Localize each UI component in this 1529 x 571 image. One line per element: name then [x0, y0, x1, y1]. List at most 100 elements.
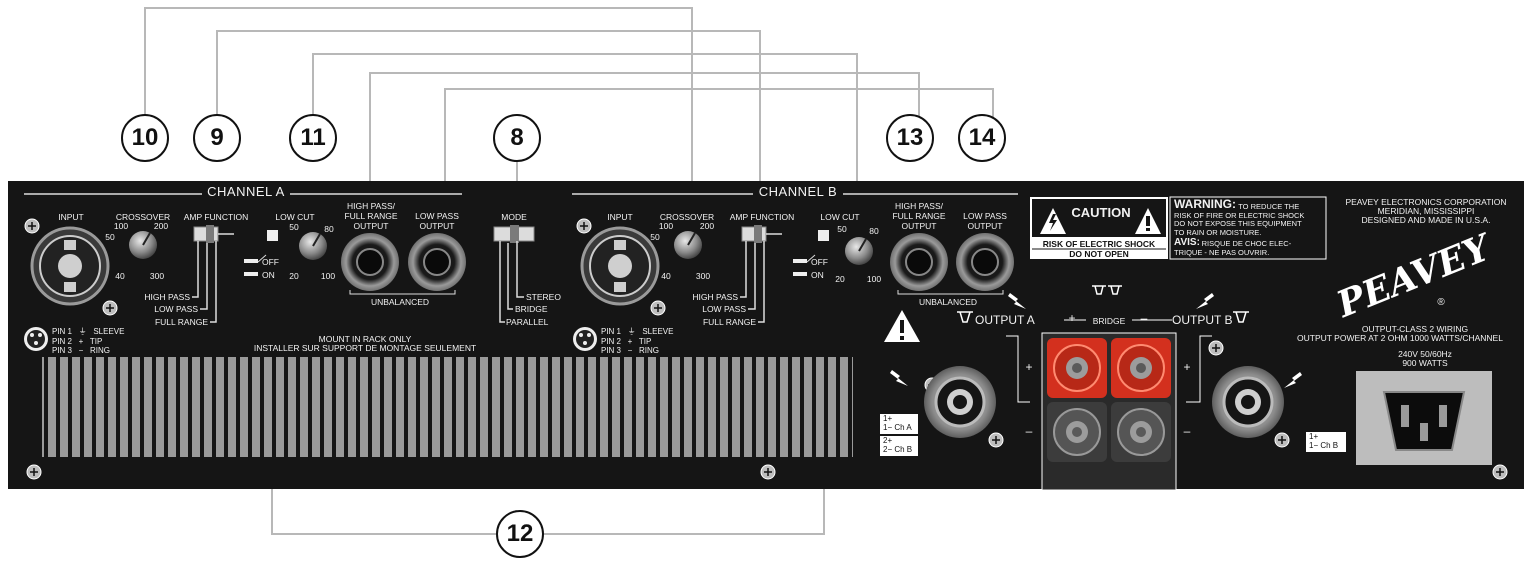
amp-function-switch-b: [740, 225, 782, 323]
mode-parallel: PARALLEL: [506, 317, 549, 327]
crossover-tick: 50: [650, 232, 660, 242]
amp-function-label-a: AMP FUNCTION: [183, 212, 249, 222]
speaker-icon: [1092, 285, 1106, 295]
pinout-legend-a: PIN 1 ⏚ SLEEVE PIN 2 + TIP PIN 3 − RING: [52, 327, 125, 355]
callout-10: 10: [121, 114, 169, 162]
pin-label-a2: 2+ 2− Ch B: [883, 436, 913, 454]
unbalanced-label-a: UNBALANCED: [370, 297, 430, 307]
avis-title: AVIS:: [1174, 237, 1200, 248]
peavey-logo: PEAVEY: [1330, 225, 1499, 326]
post-minus-left: –: [1025, 424, 1033, 438]
vent-grille-left: [42, 357, 552, 457]
hp-output-label-a: HIGH PASS/ FULL RANGE OUTPUT: [344, 201, 398, 231]
low-cut-tick: 100: [320, 271, 336, 281]
amp-function-switch-a: [192, 225, 234, 323]
crossover-label-b: CROSSOVER: [659, 212, 715, 222]
mode-label: MODE: [501, 212, 527, 222]
off-label-a: OFF: [262, 257, 279, 267]
post-minus-right: –: [1183, 424, 1191, 438]
low-cut-label-a: LOW CUT: [275, 212, 315, 222]
leader-9: [216, 30, 761, 233]
warning-title: WARNING:: [1174, 197, 1236, 211]
bridge-label: BRIDGE: [1086, 316, 1132, 326]
caution-line2: DO NOT OPEN: [1069, 249, 1129, 259]
lp-output-label-b: LOW PASS OUTPUT: [963, 211, 1007, 231]
power-voltage: 240V 50/60Hz: [1398, 349, 1452, 359]
manufacturer-line2: MERIDIAN, MISSISSIPPI: [1377, 206, 1475, 216]
low-cut-switch-b: [793, 230, 829, 276]
crossover-tick: 100: [113, 221, 129, 231]
amp-mode-full-range-a: FULL RANGE: [154, 317, 208, 327]
mode-stereo: STEREO: [526, 292, 561, 302]
speakon-output-b: [1212, 366, 1284, 438]
crossover-tick: 200: [153, 221, 169, 231]
leader-13: [369, 72, 920, 212]
input-label-a: INPUT: [58, 212, 84, 222]
callout-8: 8: [493, 114, 541, 162]
output-a-label: OUTPUT A: [975, 313, 1035, 327]
amp-mode-low-pass-b: LOW PASS: [702, 304, 746, 314]
post-plus-left: +: [1025, 360, 1033, 374]
pin-label-box-a2: [880, 436, 918, 456]
xlr-combo-input-b: [580, 226, 660, 306]
amp-function-label-b: AMP FUNCTION: [729, 212, 795, 222]
pin-label-b: 1+ 1− Ch B: [1309, 432, 1339, 450]
caution-title: CAUTION: [1071, 205, 1131, 220]
mode-switch: [493, 225, 535, 323]
amp-mode-low-pass-a: LOW PASS: [154, 304, 198, 314]
crossover-tick: 300: [149, 271, 165, 281]
crossover-tick: 100: [658, 221, 674, 231]
on-label-a: ON: [262, 270, 275, 280]
crossover-tick: 40: [115, 271, 125, 281]
leader-14: [444, 88, 994, 212]
amp-mode-high-pass-b: HIGH PASS: [692, 292, 738, 302]
output-b-label: OUTPUT B: [1172, 313, 1233, 327]
binding-post-black-minus: [1111, 402, 1171, 462]
low-cut-tick: 80: [324, 224, 334, 234]
crossover-tick: 40: [661, 271, 671, 281]
leader-10: [144, 7, 693, 244]
lightning-icon: [1008, 293, 1026, 309]
bridge-plus: +: [1068, 311, 1076, 325]
vent-grille-right: [552, 357, 853, 457]
warning-label: [1169, 196, 1327, 260]
low-cut-tick: 80: [869, 226, 879, 236]
callout-11: 11: [289, 114, 337, 162]
pin-label-box-a1: [880, 414, 918, 434]
crossover-tick: 200: [699, 221, 715, 231]
power-watts: 900 WATTS: [1402, 358, 1448, 368]
crossover-tick: 50: [105, 232, 115, 242]
speakon-output-a: [924, 366, 996, 438]
mount-text-line2: INSTALLER SUR SUPPORT DE MONTAGE SEULEME…: [253, 343, 477, 353]
binding-post-red-minus: [1111, 338, 1171, 398]
amp-mode-full-range-b: FULL RANGE: [702, 317, 756, 327]
xlr-pinout-icon-a: [24, 327, 48, 351]
callout-9: 9: [193, 114, 241, 162]
warning-triangle-icon: [884, 310, 920, 342]
speaker-icon: [957, 311, 973, 323]
crossover-label-a: CROSSOVER: [115, 212, 171, 222]
speaker-icon: [1108, 285, 1122, 295]
registered-mark: ®: [1437, 297, 1445, 308]
callout-14: 14: [958, 114, 1006, 162]
lightning-icon: [1196, 293, 1214, 309]
avis-text: AVIS: RISQUE DE CHOC ELEC- TRIQUE - NE P…: [1174, 239, 1292, 257]
binding-post-red-plus: [1047, 338, 1107, 398]
output-info-line2: OUTPUT POWER AT 2 OHM 1000 WATTS/CHANNEL: [1297, 333, 1503, 343]
xlr-pinout-icon-b: [573, 327, 597, 351]
unbalanced-label-b: UNBALANCED: [918, 297, 978, 307]
callout-12: 12: [496, 510, 544, 558]
mode-bridge: BRIDGE: [515, 304, 548, 314]
low-cut-tick: 20: [835, 274, 845, 284]
leader-11: [312, 53, 858, 240]
lightning-icon: [1284, 372, 1302, 388]
low-cut-switch-a: [244, 230, 278, 276]
input-label-b: INPUT: [607, 212, 633, 222]
output-info-line1: OUTPUT-CLASS 2 WIRING: [1361, 324, 1469, 334]
crossover-tick: 300: [695, 271, 711, 281]
iec-power-inlet: [1356, 371, 1492, 465]
warning-text: WARNING: TO REDUCE THE RISK OF FIRE OR E…: [1174, 202, 1305, 237]
caution-line1: RISK OF ELECTRIC SHOCK: [1042, 239, 1156, 249]
